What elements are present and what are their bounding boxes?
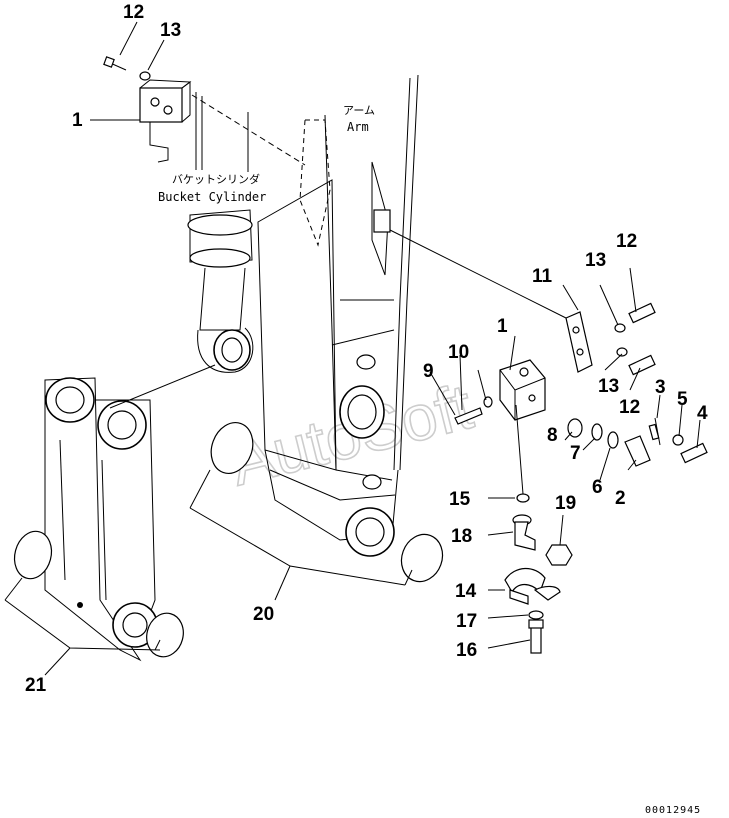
callout-16: 16 <box>456 640 477 661</box>
arm-structure <box>210 74 444 583</box>
callout-18: 18 <box>451 526 472 547</box>
bucket-cylinder-label-jp: バケットシリンダ <box>172 172 260 186</box>
arm-label-en: Arm <box>347 120 369 134</box>
link-assembly <box>13 377 184 662</box>
callout-17: 17 <box>456 611 477 632</box>
arm-label-jp: アーム <box>343 104 375 117</box>
document-code: 00012945 <box>645 805 701 816</box>
bucket-cylinder <box>187 209 254 373</box>
callout-13-right: 13 <box>585 250 606 271</box>
callout-12-top: 12 <box>123 2 144 23</box>
callout-10: 10 <box>448 342 469 363</box>
callout-1-top: 1 <box>72 110 83 131</box>
callout-3: 3 <box>655 377 666 398</box>
right-exploded-parts <box>389 229 708 654</box>
callout-1: 1 <box>497 316 508 337</box>
callout-8: 8 <box>547 425 558 446</box>
callout-13-top: 13 <box>160 20 181 41</box>
callout-13b: 13 <box>598 376 619 397</box>
callout-9: 9 <box>423 361 434 382</box>
callout-4: 4 <box>697 403 708 424</box>
callout-12-right: 12 <box>616 231 637 252</box>
callout-21: 21 <box>25 675 47 696</box>
leader-lines <box>4 21 701 676</box>
top-fitting-group <box>103 56 306 172</box>
callout-11: 11 <box>532 266 553 287</box>
callout-7: 7 <box>570 443 581 464</box>
callout-20: 20 <box>253 604 274 625</box>
callout-2: 2 <box>615 488 626 509</box>
callout-14: 14 <box>455 581 477 602</box>
callout-6: 6 <box>592 477 603 498</box>
callout-15: 15 <box>449 489 471 510</box>
callout-12b: 12 <box>619 397 640 418</box>
callout-5: 5 <box>677 389 688 410</box>
bucket-cylinder-label-en: Bucket Cylinder <box>158 190 266 204</box>
callout-19: 19 <box>555 493 576 514</box>
